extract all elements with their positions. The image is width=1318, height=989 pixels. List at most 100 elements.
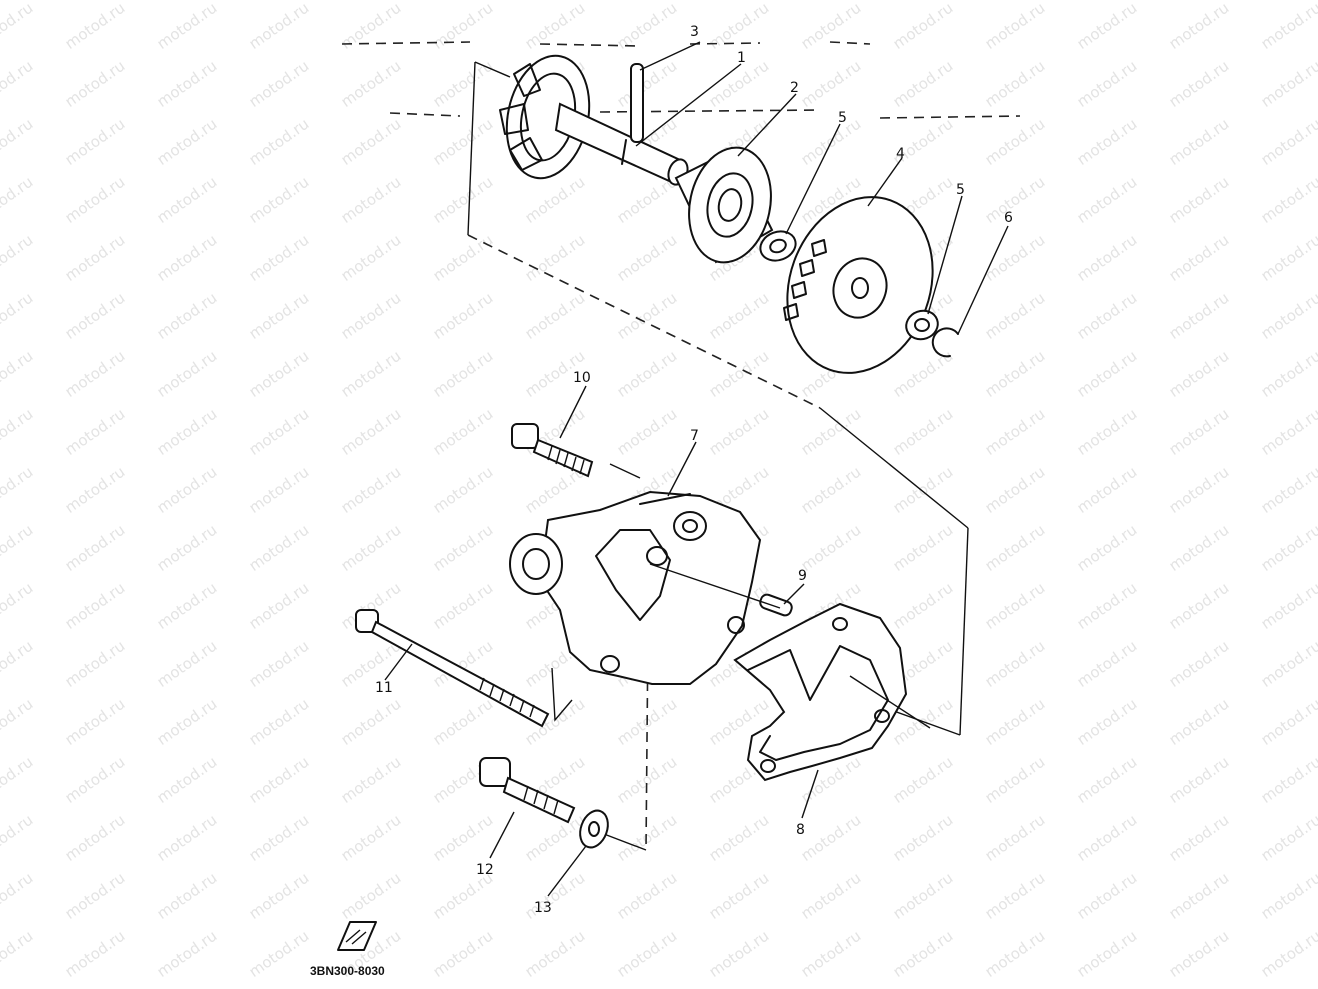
watermark-text: motod.ru <box>798 869 865 923</box>
watermark-text: motod.ru <box>338 811 405 865</box>
watermark-text: motod.ru <box>246 463 313 517</box>
watermark-text: motod.ru <box>154 115 221 169</box>
diagram-code: 3BN300-8030 <box>310 964 385 978</box>
watermark-text: motod.ru <box>154 521 221 575</box>
watermark-text: motod.ru <box>982 579 1049 633</box>
watermark-text: motod.ru <box>0 869 36 923</box>
watermark-text: motod.ru <box>0 927 36 981</box>
watermark-text: motod.ru <box>890 927 957 981</box>
watermark-text: motod.ru <box>1166 463 1233 517</box>
watermark-text: motod.ru <box>246 0 313 53</box>
watermark-text: motod.ru <box>890 463 957 517</box>
watermark-text: motod.ru <box>614 57 681 111</box>
watermark-text: motod.ru <box>614 753 681 807</box>
watermark-text: motod.ru <box>1074 579 1141 633</box>
watermark-text: motod.ru <box>1166 579 1233 633</box>
watermark-text: motod.ru <box>1258 57 1318 111</box>
watermark-text: motod.ru <box>890 405 957 459</box>
washer-upper <box>759 230 797 262</box>
bearing <box>674 146 774 264</box>
watermark-text: motod.ru <box>706 869 773 923</box>
watermark-text: motod.ru <box>522 869 589 923</box>
watermark-text: motod.ru <box>982 753 1049 807</box>
watermark-text: motod.ru <box>982 115 1049 169</box>
watermark-text: motod.ru <box>62 927 129 981</box>
dowel-pin <box>759 593 793 617</box>
watermark-text: motod.ru <box>982 173 1049 227</box>
watermark-text: motod.ru <box>0 753 36 807</box>
bolt-short <box>511 423 594 478</box>
watermark-text: motod.ru <box>430 463 497 517</box>
watermark-text: motod.ru <box>0 405 36 459</box>
watermark-text: motod.ru <box>706 347 773 401</box>
washer-lower <box>905 309 939 341</box>
watermark-text: motod.ru <box>982 289 1049 343</box>
watermark-text: motod.ru <box>62 869 129 923</box>
watermark-text: motod.ru <box>982 869 1049 923</box>
watermark-text: motod.ru <box>522 695 589 749</box>
watermark-text: motod.ru <box>1074 0 1141 53</box>
watermark-text: motod.ru <box>338 521 405 575</box>
watermark-text: motod.ru <box>154 753 221 807</box>
watermark-text: motod.ru <box>1258 927 1318 981</box>
watermark-text: motod.ru <box>430 811 497 865</box>
watermark-text: motod.ru <box>1258 811 1318 865</box>
callout-label: 1 <box>737 50 746 66</box>
watermark-text: motod.ru <box>62 521 129 575</box>
watermark-text: motod.ru <box>154 637 221 691</box>
watermark-text: motod.ru <box>154 927 221 981</box>
watermark-text: motod.ru <box>154 463 221 517</box>
watermark-text: motod.ru <box>62 637 129 691</box>
watermark-text: motod.ru <box>430 57 497 111</box>
watermark-text: motod.ru <box>890 579 957 633</box>
watermark-text: motod.ru <box>338 753 405 807</box>
watermark-text: motod.ru <box>614 869 681 923</box>
watermark-text: motod.ru <box>982 347 1049 401</box>
watermark-text: motod.ru <box>982 57 1049 111</box>
watermark-text: motod.ru <box>1258 869 1318 923</box>
watermark-text: motod.ru <box>522 173 589 227</box>
watermark-text: motod.ru <box>430 347 497 401</box>
watermark-text: motod.ru <box>62 405 129 459</box>
watermark-text: motod.ru <box>1074 637 1141 691</box>
watermark-text: motod.ru <box>890 347 957 401</box>
callout-label: 2 <box>790 80 799 96</box>
watermark-text: motod.ru <box>0 289 36 343</box>
watermark-text: motod.ru <box>798 463 865 517</box>
watermark-text: motod.ru <box>1258 347 1318 401</box>
watermark-text: motod.ru <box>1166 637 1233 691</box>
watermark-text: motod.ru <box>1166 811 1233 865</box>
watermark-text: motod.ru <box>338 173 405 227</box>
callout-label: 12 <box>476 862 494 878</box>
watermark-text: motod.ru <box>338 695 405 749</box>
gasket <box>733 602 908 782</box>
watermark-text: motod.ru <box>1258 173 1318 227</box>
watermark-text: motod.ru <box>246 753 313 807</box>
watermark-text: motod.ru <box>982 521 1049 575</box>
watermark-text: motod.ru <box>154 347 221 401</box>
watermark-text: motod.ru <box>614 231 681 285</box>
watermark-text: motod.ru <box>246 579 313 633</box>
watermark-text: motod.ru <box>338 289 405 343</box>
callout-label: 5 <box>838 110 847 126</box>
watermark-text: motod.ru <box>1074 347 1141 401</box>
watermark-text: motod.ru <box>430 231 497 285</box>
watermark-text: motod.ru <box>338 869 405 923</box>
watermark-text: motod.ru <box>798 405 865 459</box>
watermark-text: motod.ru <box>706 405 773 459</box>
watermark-text: motod.ru <box>154 579 221 633</box>
watermark-text: motod.ru <box>154 231 221 285</box>
watermark-text: motod.ru <box>246 347 313 401</box>
watermark-text: motod.ru <box>798 57 865 111</box>
pin <box>630 63 644 143</box>
watermark-text: motod.ru <box>1166 521 1233 575</box>
bolt-long <box>355 609 550 728</box>
pump-housing <box>509 490 762 685</box>
watermark-text: motod.ru <box>1074 463 1141 517</box>
watermark-text: motod.ru <box>62 347 129 401</box>
watermark-text: motod.ru <box>982 811 1049 865</box>
watermark-text: motod.ru <box>1074 695 1141 749</box>
